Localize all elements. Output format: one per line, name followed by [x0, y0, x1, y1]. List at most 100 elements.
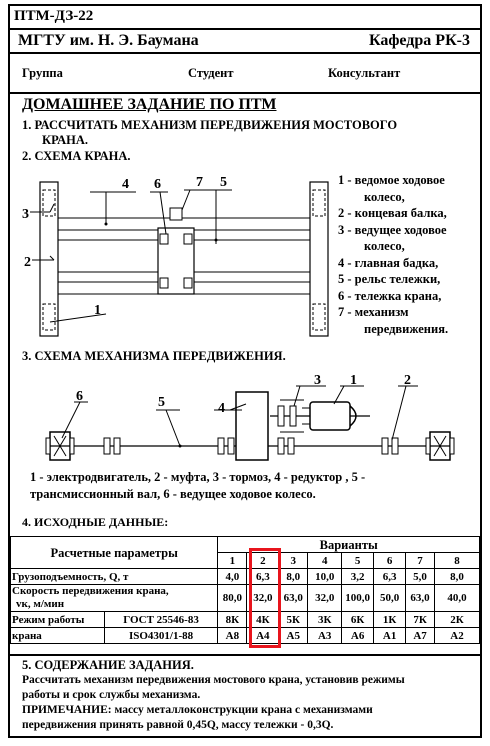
trolley-wheel [159, 233, 169, 245]
drive-wheel-left [42, 189, 56, 217]
table-cell: 8К [217, 611, 248, 628]
table-cell: 6,3 [373, 568, 407, 585]
mode-label: крана [10, 627, 105, 644]
legend-item: 5 - рельс тележки, [338, 272, 441, 286]
idle-wheel-left [42, 303, 56, 331]
legend-item: 3 - ведущее ходовое [338, 222, 447, 237]
table-row: Режим работы ГОСТ 25546-83 8К 4К 5К 3К 6… [10, 611, 480, 628]
variant-header: 4 [307, 552, 343, 569]
mode-label: Режим работы [10, 611, 105, 628]
table-cell: А5 [278, 627, 309, 644]
note-line2: передвижения принять равной 0,45Q, массу… [22, 719, 334, 731]
table-row: крана ISO4301/1-88 А8 А4 А5 А3 А6 А1 А7 … [10, 627, 480, 644]
legend-item: 1 - ведомое ходовое [338, 173, 445, 187]
standard-gost: ГОСТ 25546-83 [103, 611, 219, 628]
variant-header: 8 [434, 552, 480, 569]
callout-3: 3 [314, 373, 321, 388]
mechanism-caption-line1: 1 - электродвигатель, 2 - муфта, 3 - тор… [30, 470, 366, 484]
table-cell: А8 [217, 627, 248, 644]
mechanism-scheme-diagram: 6 5 4 3 1 2 [45, 373, 455, 461]
consultant-label: Консультант [328, 66, 401, 80]
idle-wheel-right [312, 303, 326, 331]
doc-code: ПТМ-ДЗ-22 [14, 8, 94, 24]
table-cell: А3 [307, 627, 343, 644]
coupling [381, 437, 399, 455]
section5-line1: Рассчитать механизм передвижения мостово… [22, 674, 405, 686]
table-cell: А2 [434, 627, 480, 644]
table-cell: 2К [434, 611, 480, 628]
table-cell: 7К [405, 611, 436, 628]
student-label: Студент [188, 66, 234, 80]
section5-title: 5. СОДЕРЖАНИЕ ЗАДАНИЯ. [22, 658, 194, 672]
callout-3: 3 [22, 207, 29, 222]
callout-4: 4 [122, 177, 129, 192]
end-beam-left [39, 181, 59, 337]
group-label: Группа [22, 66, 63, 80]
crane-scheme-diagram: 3 2 1 4 6 7 5 [22, 175, 329, 337]
table-cell: 80,0 [217, 584, 248, 612]
legend-item: колесо, [364, 189, 405, 204]
legend-item: 4 - главная бадка, [338, 255, 439, 270]
section5-line2: работы и срок службы механизма. [22, 689, 201, 701]
table-cell: 3,2 [341, 568, 375, 585]
param-header: Расчетные параметры [9, 536, 219, 569]
table-cell: 6К [341, 611, 375, 628]
callout-2: 2 [404, 373, 411, 388]
section4-title: 4. ИСХОДНЫЕ ДАННЫЕ: [22, 515, 169, 529]
legend-item: 7 - механизм [338, 305, 409, 319]
coupling [277, 437, 295, 455]
travel-mechanism [169, 207, 183, 221]
callout-1: 1 [94, 303, 101, 318]
assignment-sheet: ПТМ-ДЗ-22 МГТУ им. Н. Э. Баумана Кафедра… [8, 4, 482, 738]
trolley-wheel [183, 233, 193, 245]
callout-5: 5 [158, 395, 165, 410]
table-cell: 100,0 [341, 584, 375, 612]
table-cell: 40,0 [434, 584, 480, 612]
table-cell: 32,0 [307, 584, 343, 612]
table-cell: А4 [246, 627, 280, 644]
callout-5: 5 [220, 175, 227, 190]
coupling [217, 437, 235, 455]
variant-header: 1 [217, 552, 248, 569]
parameters-table: Расчетные параметры Варианты 1 2 3 4 5 6… [9, 536, 480, 644]
standard-iso: ISO4301/1-88 [103, 627, 219, 644]
callout-4: 4 [218, 401, 225, 416]
table-cell: 8,0 [434, 568, 480, 585]
mechanism-caption-line2: трансмиссионный вал, 6 - ведущее ходовое… [30, 487, 316, 501]
crane-legend: 1 - ведомое ходовое колесо, 2 - концевая… [338, 172, 482, 337]
section1-line1: 1. РАССЧИТАТЬ МЕХАНИЗМ ПЕРЕДВИЖЕНИЯ МОСТ… [22, 118, 398, 132]
table-cell: 63,0 [278, 584, 309, 612]
selected-variant-highlight [249, 548, 281, 648]
page-title: ДОМАШНЕЕ ЗАДАНИЕ ПО ПТМ [22, 96, 277, 113]
drive-wheel-right [312, 189, 326, 217]
legend-item: 2 - концевая балка, [338, 206, 447, 220]
university-name: МГТУ им. Н. Э. Баумана [18, 32, 199, 49]
note-line1: ПРИМЕЧАНИЕ: массу металлоконструкции кра… [22, 704, 373, 716]
table-row: Грузоподъемность, Q, т 4,0 6,3 8,0 10,0 … [9, 568, 480, 585]
callout-7: 7 [196, 175, 203, 190]
row-label-unit: vк, м/мин [16, 598, 65, 610]
callout-6: 6 [154, 177, 161, 192]
section3-title: 3. СХЕМА МЕХАНИЗМА ПЕРЕДВИЖЕНИЯ. [22, 349, 286, 363]
table-cell: 50,0 [373, 584, 407, 612]
trolley-wheel [159, 277, 169, 289]
brake [277, 405, 285, 427]
legend-item: передвижения. [364, 321, 449, 336]
callout-1: 1 [350, 373, 357, 388]
table-cell: 5,0 [405, 568, 436, 585]
variant-header: 3 [278, 552, 309, 569]
electric-motor [309, 401, 351, 431]
table-cell: 4,0 [217, 568, 248, 585]
section2-title: 2. СХЕМА КРАНА. [22, 149, 131, 163]
table-cell: А6 [341, 627, 375, 644]
table-cell: 3К [307, 611, 343, 628]
table-row: Скорость передвижения крана, vк, м/мин 8… [9, 584, 480, 612]
row-label: Скорость передвижения крана, [12, 585, 169, 597]
table-cell: 63,0 [405, 584, 436, 612]
callout-2: 2 [24, 255, 31, 270]
legend-item: колесо, [364, 239, 405, 253]
variant-header: 7 [405, 552, 436, 569]
table-cell: 6,3 [246, 568, 280, 585]
table-cell: А7 [405, 627, 436, 644]
table-cell: 10,0 [307, 568, 343, 585]
